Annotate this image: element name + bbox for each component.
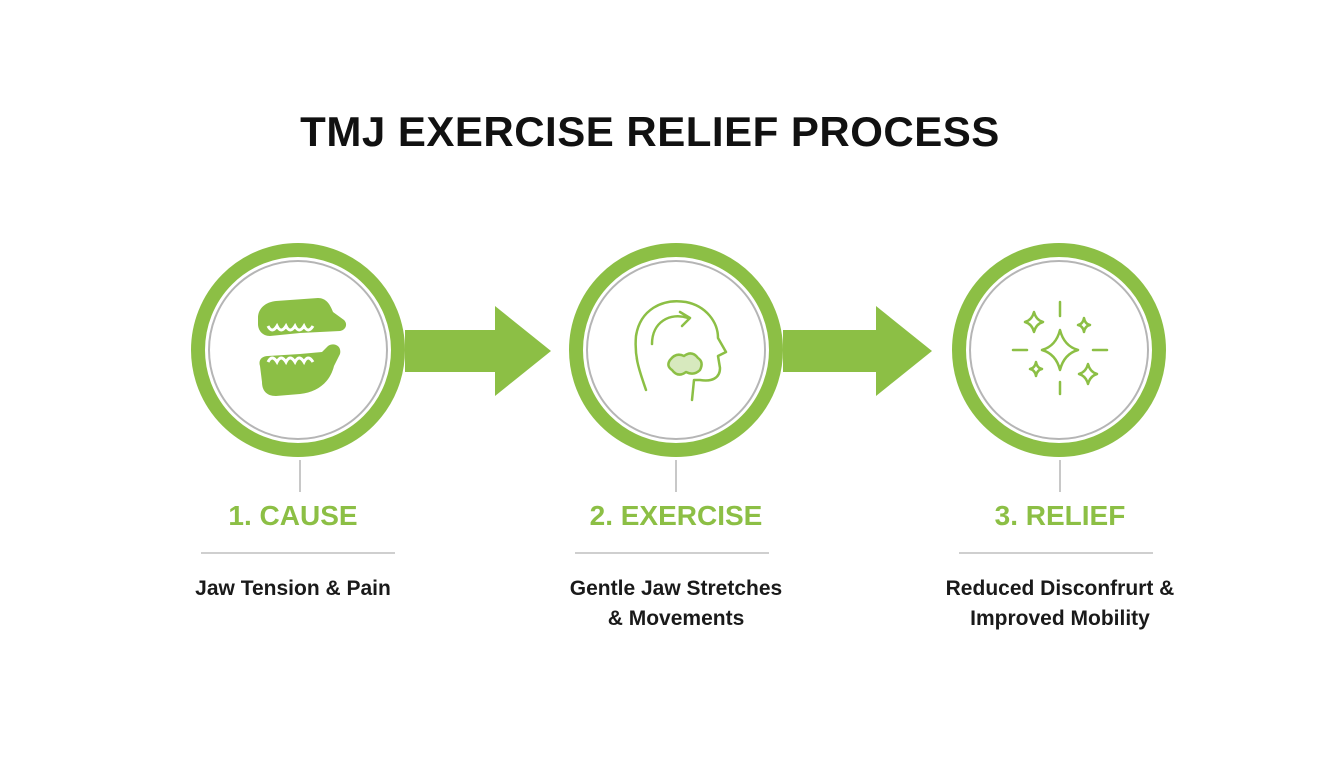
step-3-description: Reduced Disconfrurt & Improved Mobility bbox=[910, 574, 1210, 634]
step-1-circle bbox=[191, 243, 405, 457]
arrow-exercise-to-relief bbox=[783, 306, 932, 396]
step-2-circle bbox=[569, 243, 783, 457]
arrow-cause-to-exercise bbox=[405, 306, 551, 396]
step-1-description: Jaw Tension & Pain bbox=[143, 574, 443, 604]
step-2-description: Gentle Jaw Stretches & Movements bbox=[526, 574, 826, 634]
page-title: TMJ EXERCISE RELIEF PROCESS bbox=[300, 108, 1000, 155]
step-2-description-line: Gentle Jaw Stretches bbox=[569, 577, 783, 600]
head-jaw-rotation-icon bbox=[634, 300, 728, 402]
step-2-description-line: & Movements bbox=[607, 607, 745, 630]
step-2-label: 2. EXERCISE bbox=[589, 500, 763, 531]
sparkles-icon bbox=[1011, 300, 1109, 396]
step-1-label: 1. CAUSE bbox=[228, 500, 358, 531]
step-3-description-line: Reduced Disconfrurt & bbox=[945, 577, 1175, 600]
step-3-description-line: Improved Mobility bbox=[970, 607, 1150, 630]
step-3-label: 3. RELIEF bbox=[994, 500, 1126, 531]
jaw-teeth-icon bbox=[258, 298, 347, 396]
step-1-description-line: Jaw Tension & Pain bbox=[195, 577, 391, 600]
step-3-circle bbox=[952, 243, 1166, 457]
